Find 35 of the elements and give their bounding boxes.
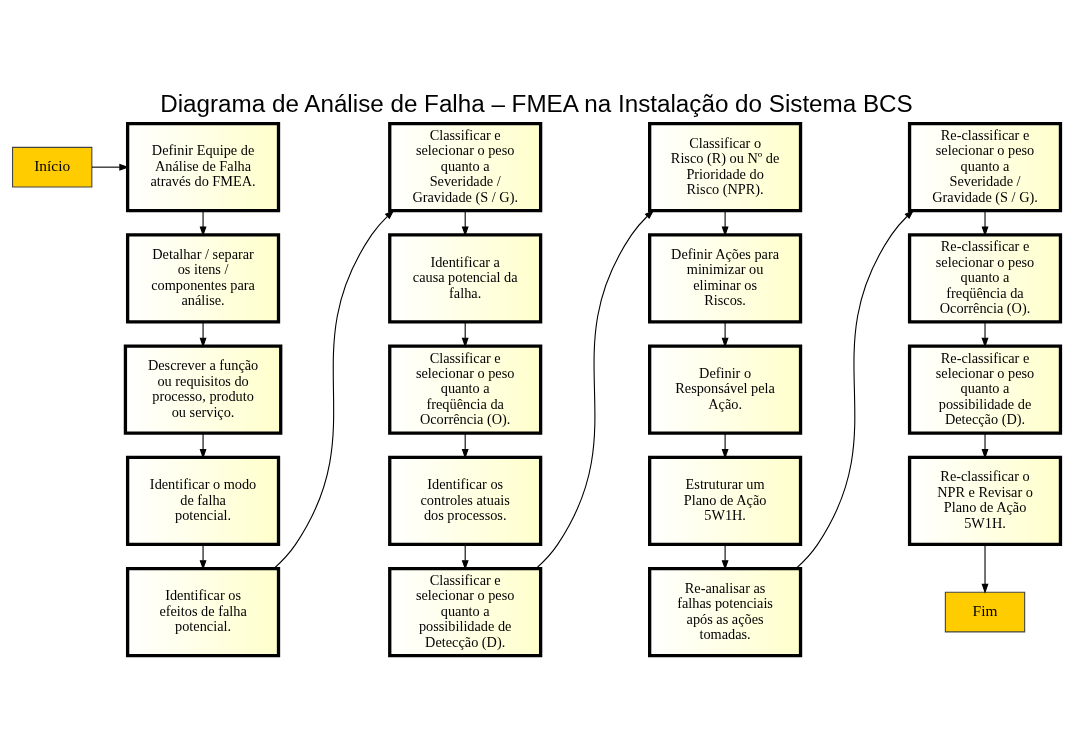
node-box: Identificar o modo de falha potencial. bbox=[125, 455, 281, 546]
arrow bbox=[721, 321, 729, 348]
arrow bbox=[721, 432, 729, 459]
arrow bbox=[535, 209, 655, 570]
arrow bbox=[981, 432, 989, 459]
node-box: Classificar e selecionar o peso quanto a freqüência da Ocorrência (O). bbox=[388, 344, 543, 435]
arrow bbox=[199, 432, 207, 459]
node-box: Classificar o Risco (R) ou Nº de Prioridade do Risco (NPR). bbox=[648, 122, 803, 213]
node-box: Re-classificar e selecionar o peso quanto a Severidade / Gravidade (S / G). bbox=[907, 122, 1063, 213]
node-box: Fim bbox=[944, 591, 1026, 633]
node-box: Identificar os controles atuais dos processos. bbox=[388, 455, 543, 546]
node-box: Definir Ações para minimizar ou eliminar os Riscos. bbox=[648, 233, 803, 324]
node-box: Classificar e selecionar o peso quanto a possibilidade de Detecção (D). bbox=[388, 566, 543, 658]
arrow bbox=[721, 210, 729, 237]
node-box: Estruturar um Plano de Ação 5W1H. bbox=[648, 455, 803, 546]
node-box: Detalhar / separar os itens / componentes para análise. bbox=[125, 233, 281, 324]
arrow bbox=[981, 543, 989, 594]
node-box: Identificar os efeitos de falha potencial. bbox=[125, 566, 281, 658]
arrow bbox=[981, 321, 989, 348]
arrow bbox=[199, 210, 207, 237]
node-box: Classificar e selecionar o peso quanto a Severidade / Gravidade (S / G). bbox=[388, 122, 543, 213]
arrow bbox=[795, 209, 915, 570]
node-box: Re-classificar e selecionar o peso quanto a freqüência da Ocorrência (O). bbox=[907, 233, 1063, 324]
node-box: Re-analisar as falhas potenciais após as ações tomadas. bbox=[648, 566, 803, 658]
node-box: Re-classificar o NPR e Revisar o Plano de Ação 5W1H. bbox=[907, 455, 1063, 546]
arrow bbox=[981, 210, 989, 237]
arrow bbox=[273, 209, 395, 570]
node-box: Início bbox=[12, 146, 93, 188]
node-box: Definir o Responsável pela Ação. bbox=[648, 344, 803, 435]
arrow bbox=[199, 321, 207, 348]
node-box: Re-classificar e selecionar o peso quanto a possibilidade de Detecção (D). bbox=[907, 344, 1063, 435]
node-box: Identificar a causa potencial da falha. bbox=[388, 233, 543, 324]
node-box: Definir Equipe de Análise de Falha através do FMEA. bbox=[125, 122, 281, 213]
node-box: Descrever a função ou requisitos do processo, produto ou serviço. bbox=[123, 344, 283, 435]
diagram-title: Diagrama de Análise de Falha – FMEA na Instalação do Sistema BCS bbox=[160, 90, 913, 118]
